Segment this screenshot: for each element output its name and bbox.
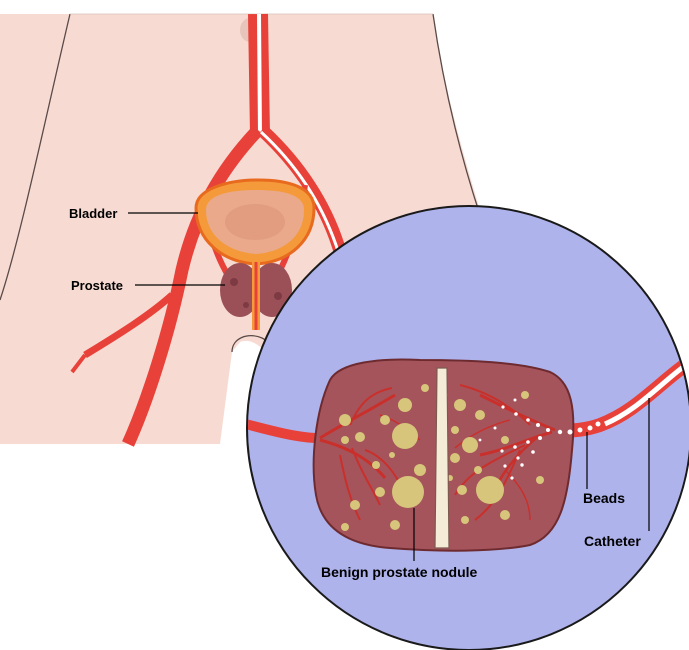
catheter-label: Catheter — [584, 533, 641, 549]
nodule-label: Benign prostate nodule — [321, 564, 478, 580]
urethra — [435, 368, 449, 548]
bladder-texture — [225, 204, 285, 240]
beads-label: Beads — [583, 490, 625, 506]
prostate-label: Prostate — [71, 278, 123, 293]
bladder-label: Bladder — [69, 206, 117, 221]
catheter-aorta — [259, 14, 260, 135]
